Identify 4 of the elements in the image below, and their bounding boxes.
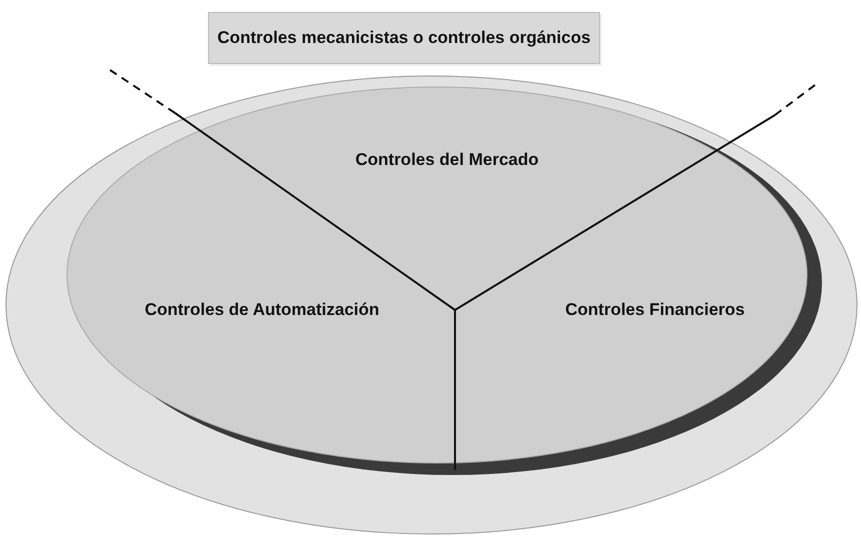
sector-label: Controles Financieros (565, 300, 745, 320)
title-box: Controles mecanicistas o controles orgánicos (208, 12, 600, 64)
sector-label: Controles del Mercado (355, 150, 539, 170)
sector-label: Controles de Automatización (144, 300, 380, 320)
